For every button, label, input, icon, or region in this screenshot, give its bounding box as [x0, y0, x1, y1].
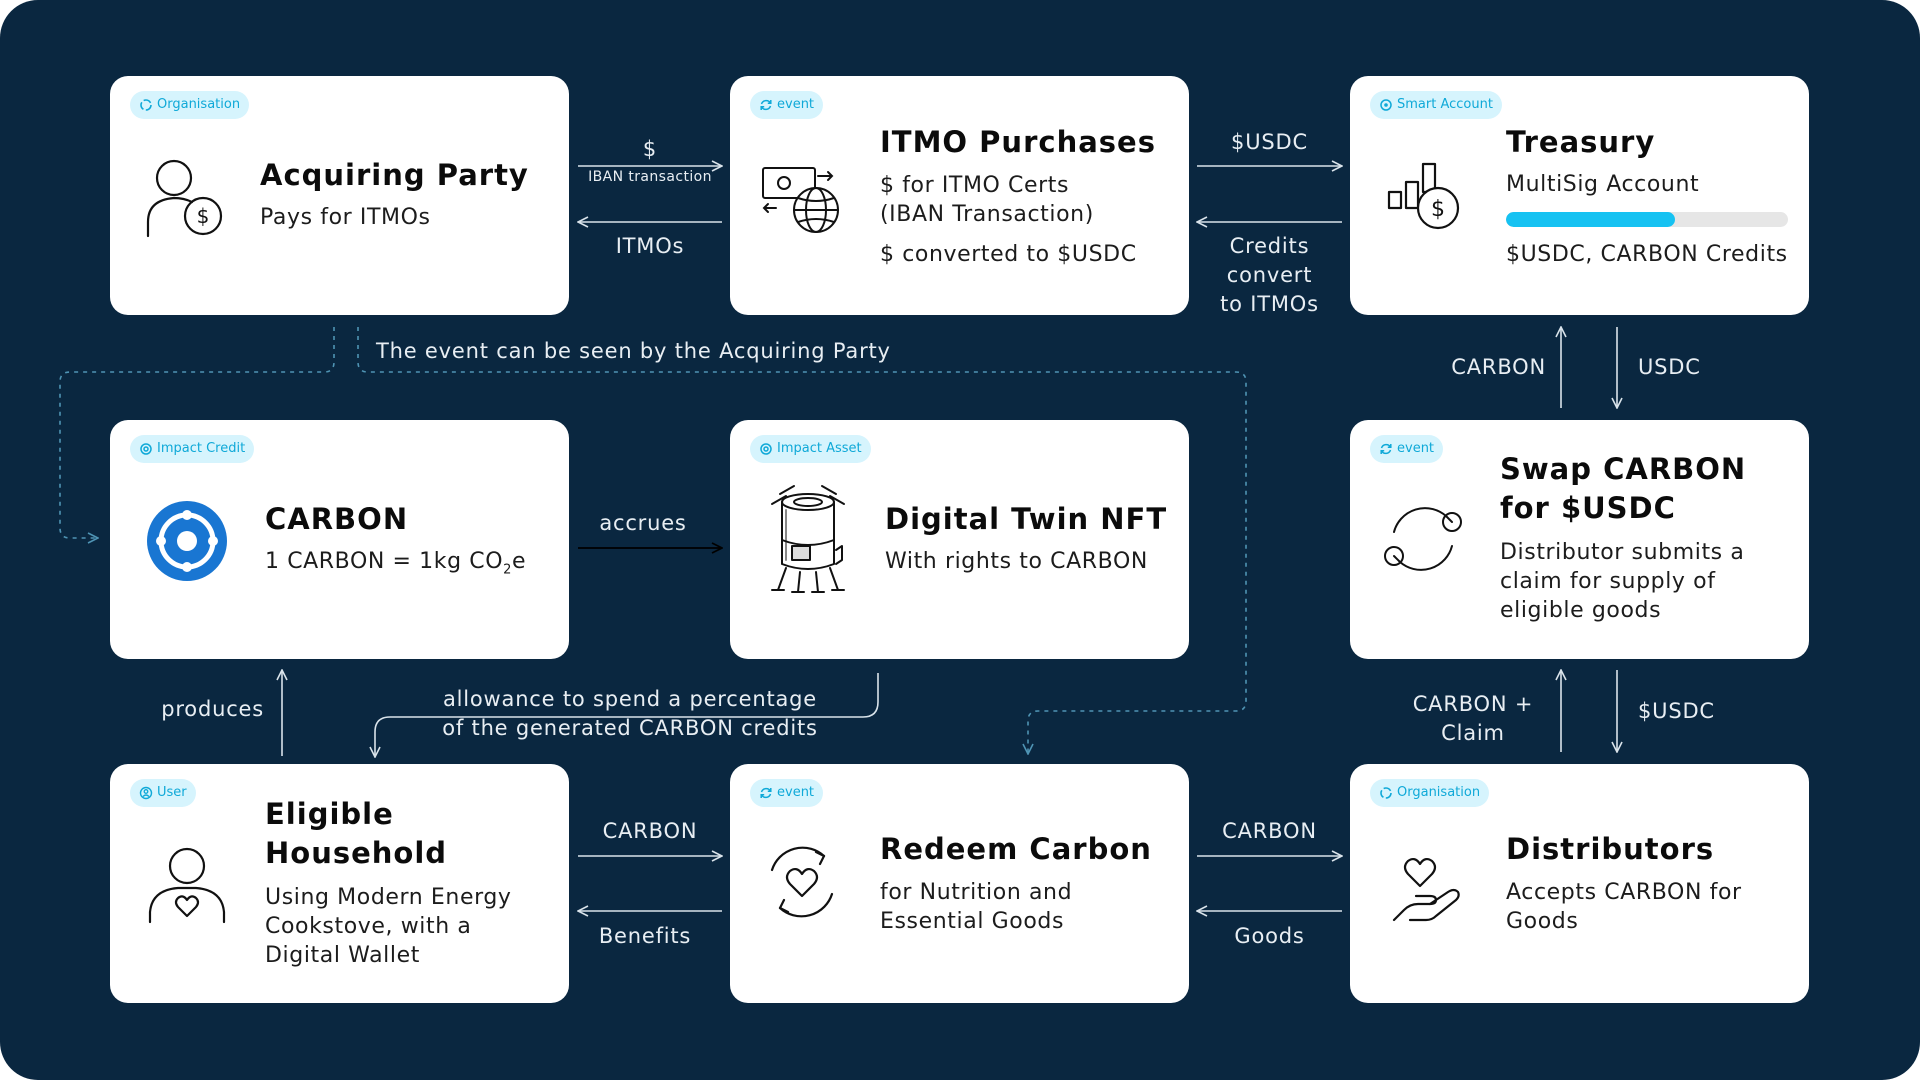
card-title: Treasury: [1506, 125, 1656, 159]
badge-impact-credit: Impact Credit: [130, 435, 255, 463]
user-icon: [139, 786, 153, 800]
badge-event: event: [1370, 435, 1444, 463]
card-treasury[interactable]: Smart Account $ Treasury MultiSig Accoun…: [1350, 76, 1809, 315]
card-digital-twin-nft[interactable]: Impact Asset Digital Twin NFT With right…: [730, 420, 1189, 659]
label-credits-convert: Credits convert to ITMOs: [1220, 234, 1319, 316]
card-title: Acquiring Party: [260, 158, 529, 192]
card-line-3: eligible goods: [1500, 598, 1662, 623]
card-title-line-1: Eligible: [265, 797, 394, 831]
card-line-1: Using Modern Energy: [265, 885, 512, 910]
card-line-1: $ for ITMO Certs: [880, 173, 1070, 198]
card-carbon[interactable]: Impact Credit CARBON 1 CARBON = 1kg CO2e: [110, 420, 569, 659]
organisation-icon: [140, 99, 152, 111]
hand-heart-icon: [1392, 857, 1460, 922]
card-redeem-carbon[interactable]: event Redeem Carbon for Nutrition and Es…: [730, 764, 1189, 1003]
card-title: Digital Twin NFT: [885, 502, 1168, 536]
card-line-1: MultiSig Account: [1506, 172, 1700, 197]
badge-user: User: [130, 779, 196, 807]
label-event-seen: The event can be seen by the Acquiring P…: [376, 339, 891, 363]
badge-organisation: Organisation: [130, 91, 250, 119]
person-dollar-icon: $: [146, 159, 223, 238]
card-line-3: Digital Wallet: [265, 943, 420, 968]
card-line-1: Accepts CARBON for: [1506, 880, 1742, 905]
card-description: With rights to CARBON: [885, 549, 1148, 574]
badge-label: Organisation: [157, 97, 241, 112]
arrow-twin-to-household: [375, 673, 879, 757]
person-heart-icon: [148, 847, 226, 924]
card-eligible-household[interactable]: User Eligible Household Using Modern Ene…: [110, 764, 569, 1003]
card-line-2: Cookstove, with a: [265, 914, 472, 939]
card-formula: 1 CARBON = 1kg CO2e: [265, 549, 527, 578]
label-dollar: $: [642, 137, 658, 161]
card-acquiring-party[interactable]: Organisation $ Acquiring Party Pays for …: [110, 76, 569, 315]
carbon-target-icon: [147, 501, 227, 581]
badge-label: event: [777, 785, 815, 800]
progress-fill: [1506, 212, 1676, 227]
badge-label: Organisation: [1397, 785, 1481, 800]
badge-event: event: [750, 779, 824, 807]
label-produces: produces: [161, 697, 264, 721]
card-distributors[interactable]: Organisation Distributors Accepts CARBON…: [1350, 764, 1809, 1003]
card-line-3: $ converted to $USDC: [880, 242, 1137, 267]
label-accrues: accrues: [599, 511, 687, 535]
progress-bar: [1506, 212, 1788, 227]
card-title-line-2: for $USDC: [1500, 491, 1676, 525]
badge-smart-account: Smart Account: [1370, 91, 1502, 119]
svg-text:$: $: [197, 204, 210, 228]
card-title: ITMO Purchases: [880, 125, 1156, 159]
label-carbon-distributors: CARBON: [1222, 819, 1317, 843]
badge-label: Impact Credit: [157, 441, 246, 456]
card-title-line-1: Swap CARBON: [1500, 452, 1747, 486]
label-iban-transaction: IBAN transaction: [588, 169, 712, 185]
card-itmo-purchases[interactable]: event ITMO Purchases $ for ITMO Certs (I…: [730, 76, 1189, 315]
card-title: CARBON: [265, 502, 409, 536]
card-line-1: Distributor submits a: [1500, 540, 1745, 565]
label-carbon-up: CARBON: [1451, 355, 1546, 379]
badge-label: Impact Asset: [777, 441, 862, 456]
heart-cycle-icon: [770, 846, 834, 918]
swap-arrows-icon: [1384, 507, 1462, 571]
refresh-icon: [760, 99, 772, 111]
card-line-1: for Nutrition and: [880, 880, 1073, 905]
badge-label: event: [777, 97, 815, 112]
cookstove-icon: [771, 485, 845, 593]
label-allowance: allowance to spend a percentage of the g…: [442, 687, 818, 740]
card-title: Redeem Carbon: [880, 832, 1152, 866]
badge-label: event: [1397, 441, 1435, 456]
badge-organisation: Organisation: [1370, 779, 1490, 807]
impact-credit-icon: [140, 443, 152, 455]
card-line-2: claim for supply of: [1500, 569, 1716, 594]
smart-account-icon: [1380, 99, 1392, 111]
refresh-icon: [1380, 443, 1392, 455]
dashed-event-to-redeem: [357, 327, 1247, 754]
impact-asset-icon: [760, 443, 772, 455]
label-carbon-claim: CARBON + Claim: [1412, 692, 1534, 745]
svg-text:$: $: [1431, 197, 1445, 222]
card-description: Pays for ITMOs: [260, 205, 431, 230]
label-usdc-down-2: $USDC: [1638, 699, 1715, 723]
badge-label: User: [157, 785, 187, 800]
label-itmos: ITMOs: [615, 234, 685, 258]
card-line-2: (IBAN Transaction): [880, 202, 1094, 227]
label-goods: Goods: [1234, 924, 1305, 948]
label-usdc-top: $USDC: [1231, 130, 1308, 154]
chart-coin-icon: $: [1387, 162, 1460, 230]
label-usdc-down: USDC: [1638, 355, 1701, 379]
badge-event: event: [750, 91, 824, 119]
money-globe-icon: [762, 167, 839, 233]
card-line-2: Goods: [1506, 909, 1579, 934]
label-benefits: Benefits: [598, 924, 692, 948]
label-carbon-household: CARBON: [602, 819, 698, 843]
card-line-2: $USDC, CARBON Credits: [1506, 242, 1788, 267]
card-title: Distributors: [1506, 832, 1715, 866]
card-line-2: Essential Goods: [880, 909, 1065, 934]
badge-impact-asset: Impact Asset: [750, 435, 871, 463]
refresh-icon: [760, 787, 772, 799]
organisation-icon: [1380, 787, 1392, 799]
badge-label: Smart Account: [1397, 97, 1493, 112]
card-title-line-2: Household: [265, 836, 448, 870]
card-swap-carbon[interactable]: event Swap CARBON for $USDC Distributor …: [1350, 420, 1809, 659]
